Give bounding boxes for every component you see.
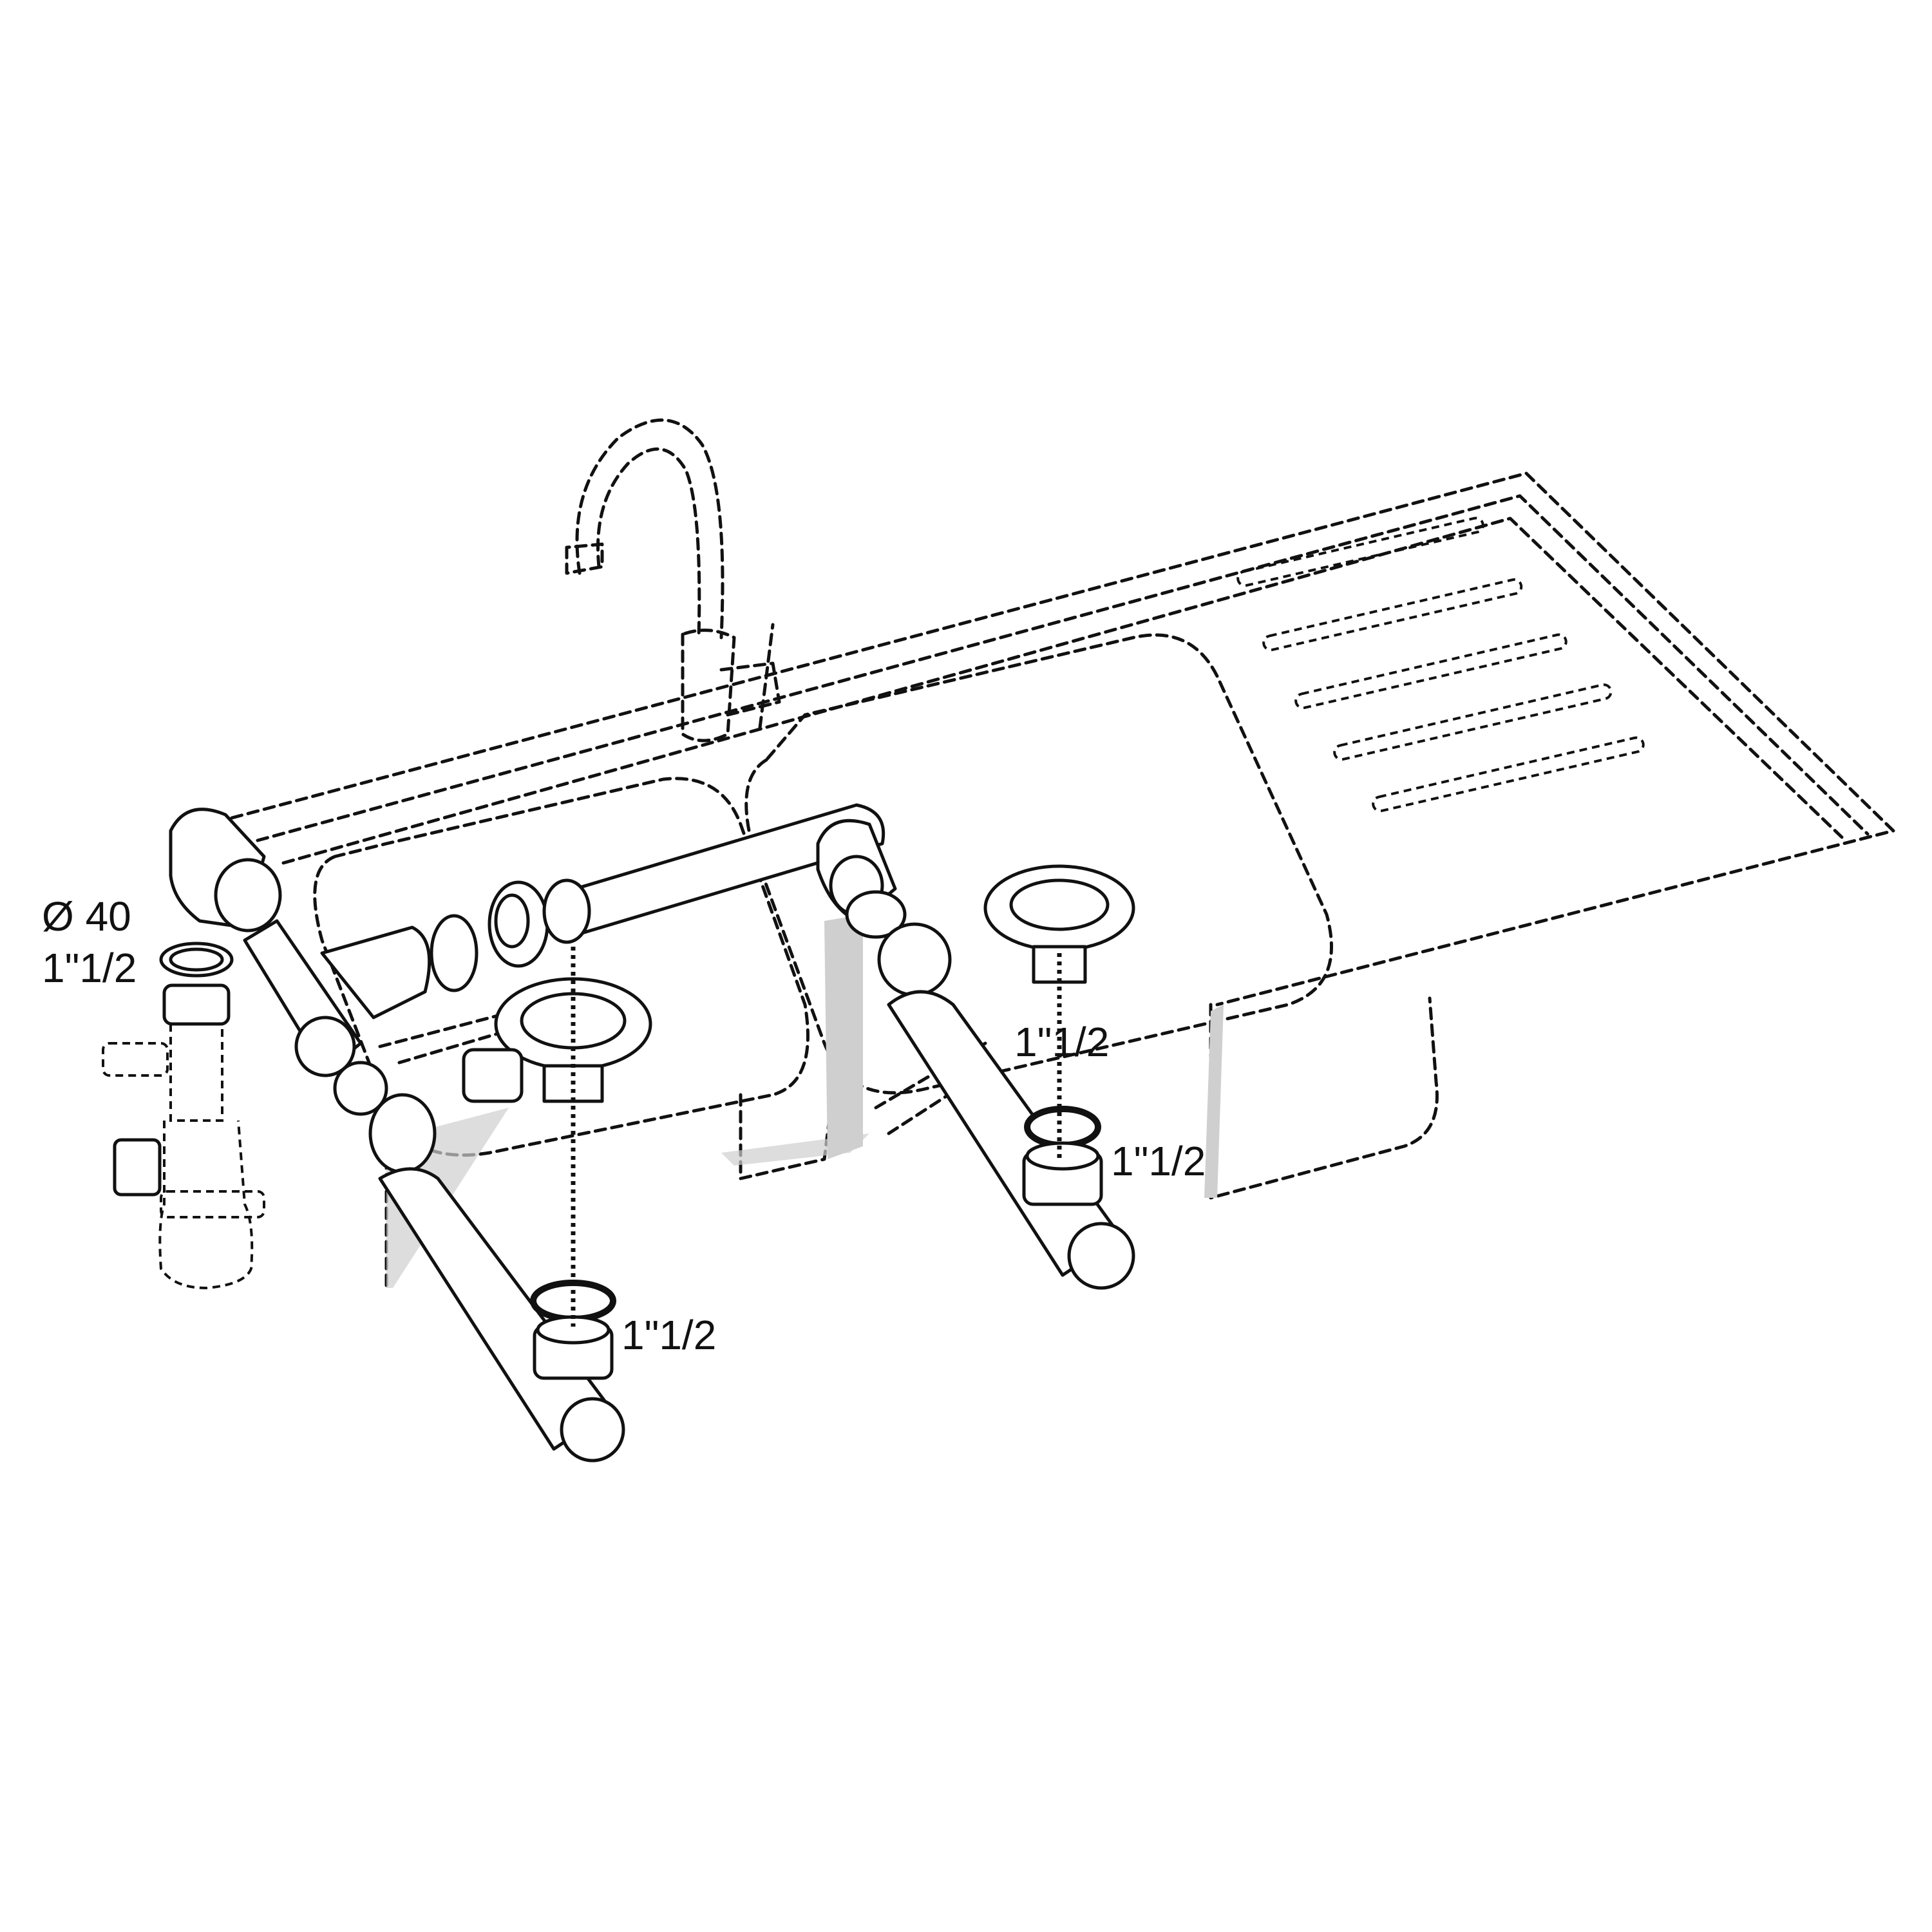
left-elbow-assembly (169, 808, 431, 1077)
left-drop-pipe (333, 947, 625, 1463)
right-strainer-assembly (816, 819, 1135, 1290)
trap-nut (162, 983, 231, 1026)
mid-elbow-cap (294, 1016, 356, 1077)
diameter-label: Ø 40 (42, 893, 131, 940)
left-pipe-end-cap (560, 1397, 625, 1463)
overflow-grill (462, 1048, 524, 1103)
left-pipe-nut (368, 1093, 437, 1174)
right-lower-washer (1024, 1106, 1101, 1148)
left-elbow-cap (214, 858, 282, 933)
right-pipe-end-cap (1067, 1222, 1135, 1290)
drainboard-grooves (1236, 516, 1645, 813)
trap-thread-label: 1"1/2 (42, 945, 137, 991)
bottle-trap (102, 942, 265, 1290)
left-nut-thread-label: 1"1/2 (621, 1312, 716, 1358)
right-coupling-nut (877, 922, 952, 997)
upper-horizontal-pipe (552, 803, 886, 936)
left-strainer-assembly (430, 803, 886, 1103)
faucet-outline (565, 418, 781, 743)
right-strainer-thread-label: 1"1/2 (1014, 1019, 1109, 1065)
right-nut-thread-label: 1"1/2 (1111, 1138, 1206, 1184)
left-connector-ring (430, 914, 478, 992)
trap-side-inlet (102, 1042, 169, 1077)
trap-outlet-nut (113, 1138, 162, 1197)
